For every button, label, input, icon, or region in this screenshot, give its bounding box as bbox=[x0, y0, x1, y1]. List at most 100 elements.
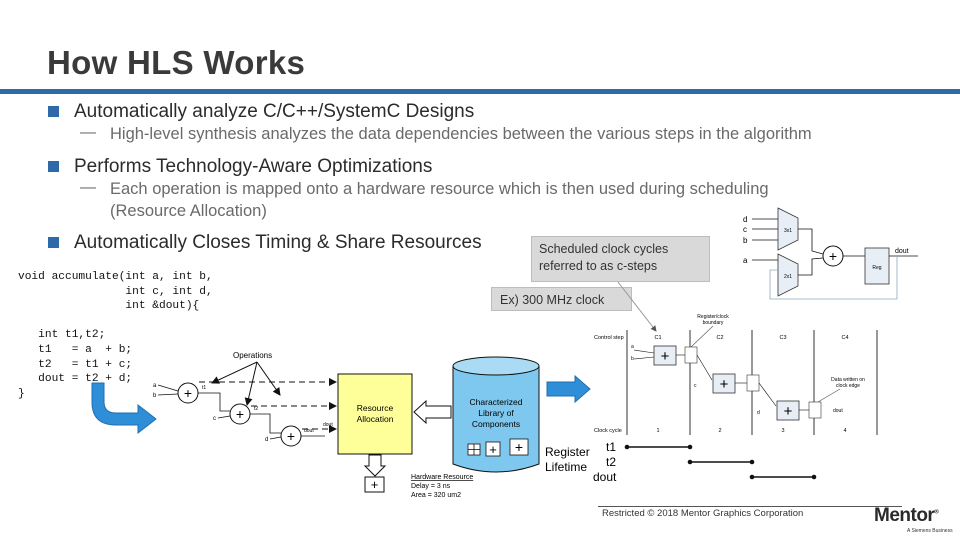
lifetime-dout-label: dout bbox=[593, 470, 617, 484]
mux-2x1-icon bbox=[777, 253, 799, 297]
sub-bullet-2: Each operation is mapped onto a hardware… bbox=[110, 180, 769, 198]
control-step-c3: C3 bbox=[779, 335, 786, 341]
code-block: void accumulate(int a, int b, int c, int… bbox=[18, 270, 213, 401]
schedule-arrow-icon bbox=[546, 374, 591, 404]
bullet-2: Performs Technology-Aware Optimizations bbox=[74, 156, 433, 177]
code-line: t1 = a + b; bbox=[18, 343, 133, 356]
hw-resource-title: Hardware Resource bbox=[411, 474, 473, 481]
bullet-3: Automatically Closes Timing & Share Reso… bbox=[74, 232, 482, 253]
sched-reg-2 bbox=[746, 374, 760, 392]
control-step-c1: C1 bbox=[654, 335, 661, 341]
library-label-1: Characterized bbox=[470, 397, 523, 407]
operations-label: Operations bbox=[233, 351, 272, 360]
sub-bullet-2-cont: (Resource Allocation) bbox=[110, 202, 267, 220]
sched-adder-3-icon bbox=[776, 400, 800, 421]
datapath-input-d: d bbox=[743, 215, 747, 224]
sched-adder-2-icon bbox=[712, 373, 736, 394]
flow-arrow-icon bbox=[91, 382, 157, 435]
mentor-logo-text: Mentor bbox=[874, 505, 935, 526]
sub-dash: — bbox=[80, 124, 96, 141]
sched-input-d: d bbox=[757, 410, 760, 416]
register-boundary-label-2: boundary bbox=[703, 320, 724, 326]
control-step-label: Control step bbox=[594, 335, 624, 341]
dout-out-label: dout bbox=[323, 422, 333, 428]
datapath-input-b: b bbox=[743, 236, 748, 245]
resource-allocation-label-1: Resource bbox=[357, 403, 394, 413]
datapath-reg-label: Reg bbox=[872, 265, 881, 271]
mux-3x1-label: 3x1 bbox=[784, 228, 792, 234]
feedback-wire bbox=[769, 256, 898, 300]
title-rule bbox=[0, 89, 960, 94]
sched-adder-2-plus: + bbox=[720, 376, 729, 393]
registered-mark: ® bbox=[934, 509, 939, 516]
adder-3-plus: + bbox=[287, 428, 295, 444]
control-step-c4: C4 bbox=[841, 335, 848, 341]
lib-adder-large-icon bbox=[509, 438, 529, 456]
code-line: void accumulate(int a, int b, bbox=[18, 271, 213, 283]
sched-reg-1 bbox=[684, 346, 698, 364]
adder-2-plus: + bbox=[236, 406, 244, 422]
mux-2x1-label: 2x1 bbox=[784, 274, 792, 280]
hw-adder-plus: + bbox=[371, 477, 379, 492]
sched-dout-label: dout bbox=[833, 408, 843, 414]
hw-resource-delay: Delay = 3 ns bbox=[411, 483, 451, 490]
datapath-register-icon bbox=[864, 247, 890, 285]
bullet-marker bbox=[48, 106, 59, 117]
allocation-down-arrow bbox=[363, 454, 387, 477]
register-boundary-label-1: Register/clock bbox=[697, 314, 729, 320]
adder-1-plus: + bbox=[184, 385, 192, 401]
lib-adder-large-plus: + bbox=[515, 439, 523, 455]
library-label-2: Library of bbox=[478, 408, 514, 418]
input-b-label: b bbox=[153, 393, 157, 399]
input-a-label: a bbox=[153, 383, 157, 389]
sched-input-b: b bbox=[631, 356, 634, 362]
code-line: dout = t2 + d; bbox=[18, 373, 133, 386]
code-line: int t1,t2; bbox=[18, 329, 106, 342]
c-steps-callout: Scheduled clock cycles referred to as c-… bbox=[531, 236, 710, 282]
clock-callout: Ex) 300 MHz clock bbox=[491, 287, 632, 311]
datapath-input-a: a bbox=[743, 256, 748, 265]
code-line: int c, int d, bbox=[18, 285, 213, 298]
clock-cycle-1: 1 bbox=[656, 428, 659, 434]
sub-bullet-1: High-level synthesis analyzes the data d… bbox=[110, 125, 812, 143]
sub-dash: — bbox=[80, 179, 96, 196]
code-line: t2 = t1 + c; bbox=[18, 358, 133, 371]
sched-reg-3 bbox=[808, 401, 822, 419]
footer-rule bbox=[598, 506, 902, 507]
sched-adder-1-plus: + bbox=[661, 348, 670, 365]
sched-input-c: c bbox=[694, 383, 697, 389]
datapath-dout-label: dout bbox=[895, 248, 909, 255]
code-line: } bbox=[18, 387, 25, 400]
hw-resource-area: Area = 320 um2 bbox=[411, 492, 461, 499]
datapath-adder-plus: + bbox=[829, 248, 837, 264]
bullet-marker bbox=[48, 161, 59, 172]
data-written-label-1: Data written on bbox=[831, 377, 865, 383]
input-c-label: c bbox=[213, 416, 216, 422]
resource-allocation-label-2: Allocation bbox=[357, 414, 394, 424]
sched-input-a: a bbox=[631, 344, 634, 350]
register-lifetime-label-1: Register bbox=[545, 445, 590, 459]
lifetime-t1-label: t1 bbox=[606, 440, 616, 454]
data-written-label-2: clock edge bbox=[836, 383, 860, 389]
t1-wire-label: t1 bbox=[202, 385, 206, 391]
lib-adder-plus: + bbox=[489, 442, 497, 457]
dout-wire-label: dout bbox=[304, 428, 314, 434]
siemens-tagline: A Siemens Business bbox=[907, 528, 953, 534]
library-label-3: Components bbox=[472, 419, 520, 429]
restricted-notice: Restricted © 2018 Mentor Graphics Corpor… bbox=[602, 508, 804, 519]
bullet-marker bbox=[48, 237, 59, 248]
bullet-1: Automatically analyze C/C++/SystemC Desi… bbox=[74, 101, 475, 122]
clock-cycle-4: 4 bbox=[843, 428, 846, 434]
clock-cycle-3: 3 bbox=[781, 428, 784, 434]
library-to-allocation-arrow bbox=[413, 399, 452, 425]
control-step-c2: C2 bbox=[716, 335, 723, 341]
register-lifetime-label-2: Lifetime bbox=[545, 460, 587, 474]
clock-cycle-label: Clock cycle bbox=[594, 428, 622, 434]
lifetime-t2-label: t2 bbox=[606, 455, 616, 469]
lib-adder-icon bbox=[485, 441, 501, 457]
code-line: int &dout){ bbox=[18, 300, 200, 313]
hw-adder-icon bbox=[364, 476, 385, 493]
t2-wire-label: t2 bbox=[254, 406, 258, 412]
slide-title: How HLS Works bbox=[47, 44, 306, 81]
